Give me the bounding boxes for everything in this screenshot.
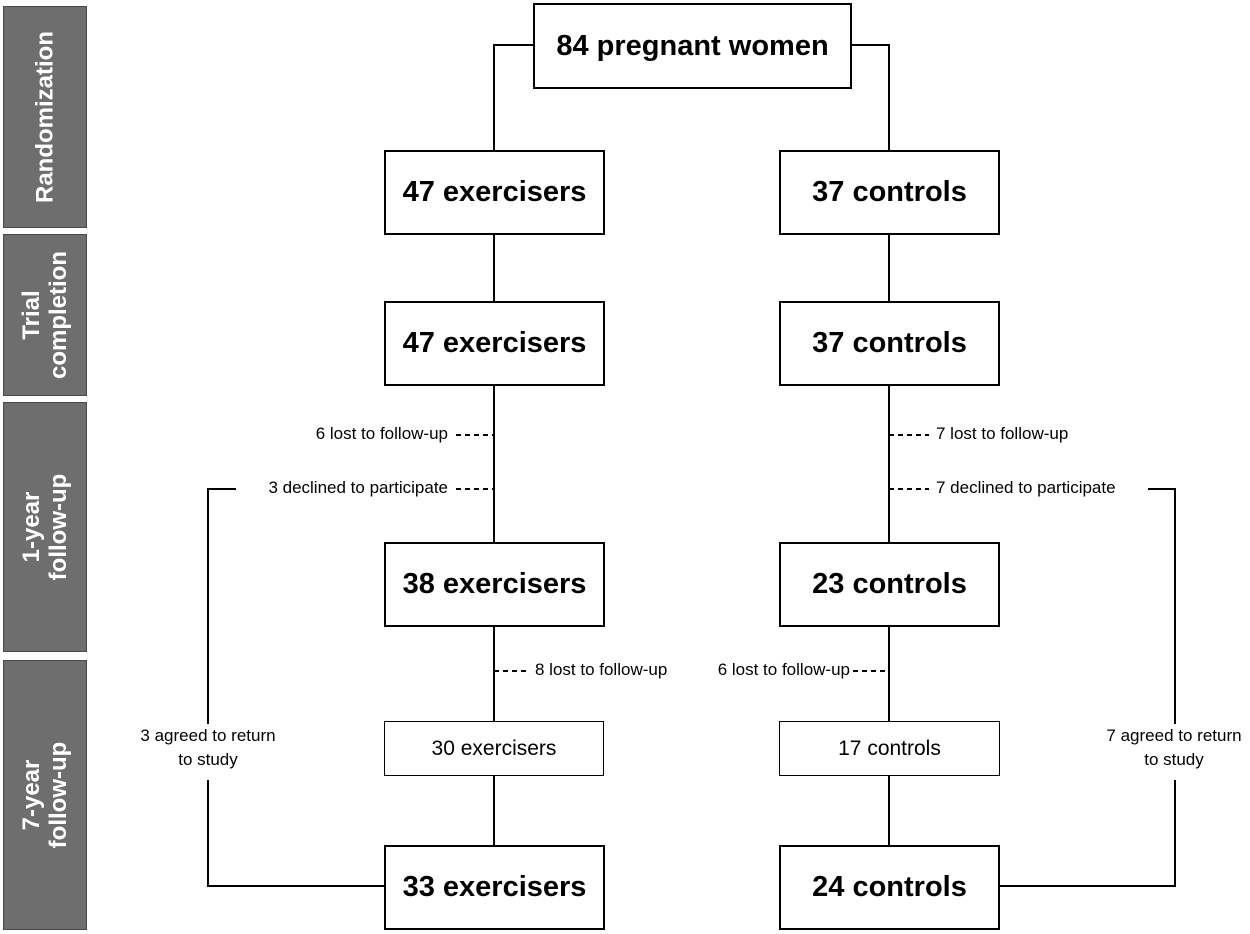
stage-label: Randomization — [31, 31, 59, 203]
note-ex-returned: 3 agreed to return to study — [128, 724, 288, 772]
note-ct-lost-7y: 6 lost to follow-up — [717, 660, 850, 680]
connector-ex-return-loop — [207, 488, 384, 887]
box-controls-1-year: 23 controls — [779, 542, 1000, 627]
connector-ct-return-loop — [999, 488, 1176, 887]
box-exercisers-randomized: 47 exercisers — [384, 150, 605, 235]
stage-bar-7-year-follow-up: 7-year follow-up — [3, 660, 87, 930]
stage-label: follow-up — [45, 741, 72, 849]
connector-top-right — [851, 44, 890, 150]
box-label: 38 exercisers — [402, 568, 587, 600]
note-ex-declined-1y: 3 declined to participate — [268, 478, 448, 498]
stage-bar-trial-completion: Trial completion — [3, 234, 87, 396]
box-label: 37 controls — [812, 176, 967, 208]
box-label: 17 controls — [838, 736, 941, 760]
note-line: to study — [178, 750, 238, 769]
box-controls-completed: 37 controls — [779, 301, 1000, 386]
note-line: to study — [1144, 750, 1204, 769]
box-total-enrolled: 84 pregnant women — [533, 3, 852, 89]
box-label: 47 exercisers — [402, 176, 587, 208]
stage-bar-randomization: Randomization — [3, 6, 87, 228]
connector-top-left — [493, 44, 533, 150]
note-line: 3 agreed to return — [140, 726, 276, 745]
box-label: 33 exercisers — [402, 871, 587, 903]
stage-label: completion — [45, 250, 72, 380]
box-exercisers-7-year-final: 33 exercisers — [384, 845, 605, 930]
box-controls-randomized: 37 controls — [779, 150, 1000, 235]
box-label: 24 controls — [812, 871, 967, 903]
note-ex-lost-1y: 6 lost to follow-up — [315, 424, 448, 444]
stage-bar-1-year-follow-up: 1-year follow-up — [3, 402, 87, 652]
stage-label: Trial — [18, 290, 45, 340]
box-exercisers-1-year: 38 exercisers — [384, 542, 605, 627]
box-controls-7-year-final: 24 controls — [779, 845, 1000, 930]
box-controls-7-year-retained: 17 controls — [779, 721, 1000, 776]
stage-label: 7-year — [18, 759, 45, 831]
box-label: 37 controls — [812, 327, 967, 359]
box-label: 23 controls — [812, 568, 967, 600]
stage-label: follow-up — [45, 473, 72, 581]
note-ex-lost-7y: 8 lost to follow-up — [535, 660, 668, 680]
stage-label: 1-year — [18, 491, 45, 563]
note-line: 7 agreed to return — [1106, 726, 1242, 745]
box-exercisers-completed: 47 exercisers — [384, 301, 605, 386]
box-label: 47 exercisers — [402, 327, 587, 359]
box-label: 84 pregnant women — [556, 29, 829, 62]
note-ct-lost-1y: 7 lost to follow-up — [936, 424, 1069, 444]
box-exercisers-7-year-retained: 30 exercisers — [384, 721, 604, 776]
box-label: 30 exercisers — [431, 736, 557, 760]
note-ct-declined-1y: 7 declined to participate — [936, 478, 1116, 498]
note-ct-returned: 7 agreed to return to study — [1098, 724, 1250, 772]
